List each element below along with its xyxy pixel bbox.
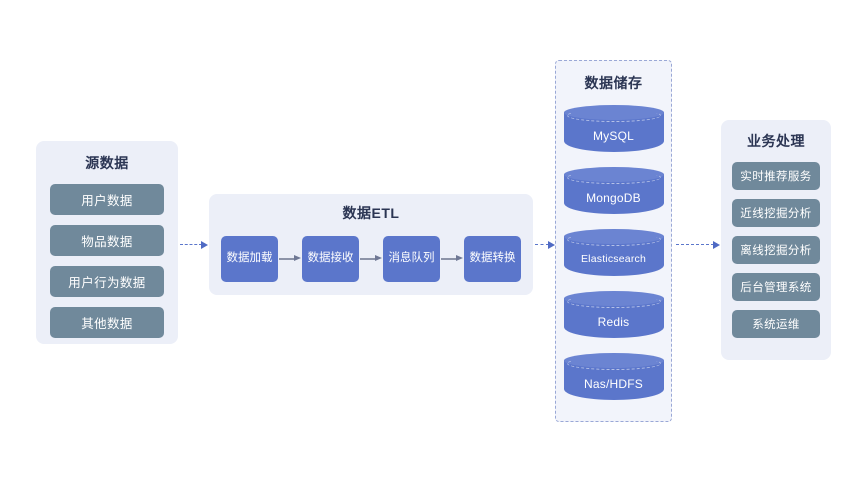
connector-storage-to-business [676,240,722,250]
connector-etl-to-storage [535,240,557,250]
etl-step-data-transform[interactable]: 数据转换 [464,236,521,282]
arrow-right-icon [440,254,464,264]
storage-label: Nas/HDFS [584,377,643,391]
business-item-offline-mining[interactable]: 离线挖掘分析 [732,236,820,264]
arrow-head-icon [713,241,720,249]
storage-label: Redis [597,315,630,329]
etl-title: 数据ETL [342,205,400,221]
connector-line [180,244,202,245]
source-item-user-behavior-data[interactable]: 用户行为数据 [50,266,164,297]
storage-item-nas-hdfs[interactable]: Nas/HDFS [563,353,664,407]
business-processing-title: 业务处理 [747,133,805,149]
source-data-title: 源数据 [85,155,129,171]
etl-step-data-receive[interactable]: 数据接收 [302,236,359,282]
storage-label: Elasticsearch [580,253,647,265]
etl-step-message-queue[interactable]: 消息队列 [383,236,440,282]
arrow-head-icon [201,241,208,249]
storage-item-mysql[interactable]: MySQL [563,105,664,159]
business-item-nearline-mining[interactable]: 近线挖掘分析 [732,199,820,227]
etl-panel: 数据ETL 数据加载 数据接收 消息队列 数据转换 [209,194,533,295]
storage-item-mongodb[interactable]: MongoDB [563,167,664,221]
data-storage-panel: 数据储存 MySQL MongoDB Elasticsearch Redis [555,60,672,422]
arrow-right-icon [278,254,302,264]
storage-item-elasticsearch[interactable]: Elasticsearch [563,229,664,283]
business-item-realtime-recommendation[interactable]: 实时推荐服务 [732,162,820,190]
data-storage-title: 数据储存 [584,75,643,91]
cylinder-rim-icon [566,233,661,246]
storage-label: MongoDB [586,191,641,205]
connector-line [676,244,714,245]
cylinder-rim-icon [566,171,661,184]
source-data-panel: 源数据 用户数据 物品数据 用户行为数据 其他数据 [36,141,178,344]
cylinder-rim-icon [566,357,661,370]
business-item-system-ops[interactable]: 系统运维 [732,310,820,338]
storage-item-redis[interactable]: Redis [563,291,664,345]
cylinder-rim-icon [566,295,661,308]
business-processing-panel: 业务处理 实时推荐服务 近线挖掘分析 离线挖掘分析 后台管理系统 系统运维 [721,120,831,360]
etl-step-row: 数据加载 数据接收 消息队列 数据转换 [221,236,521,282]
source-item-user-data[interactable]: 用户数据 [50,184,164,215]
connector-line [535,244,549,245]
connector-source-to-etl [180,240,210,250]
storage-label: MySQL [592,129,634,143]
source-item-item-data[interactable]: 物品数据 [50,225,164,256]
cylinder-rim-icon [566,109,661,122]
arrow-right-icon [359,254,383,264]
source-item-other-data[interactable]: 其他数据 [50,307,164,338]
etl-step-data-load[interactable]: 数据加载 [221,236,278,282]
business-item-admin-system[interactable]: 后台管理系统 [732,273,820,301]
arrow-head-icon [548,241,555,249]
